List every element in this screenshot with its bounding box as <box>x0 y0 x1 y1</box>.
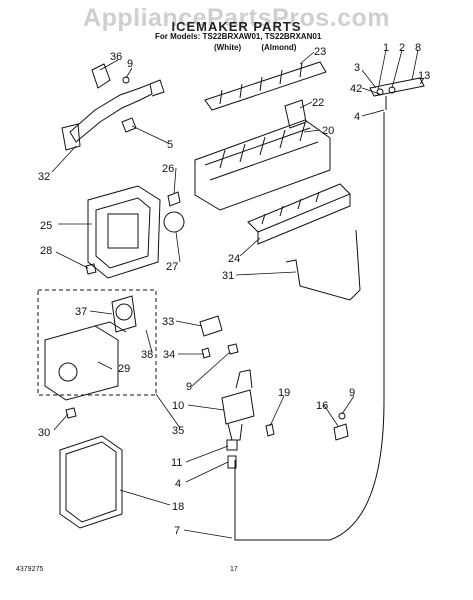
callout-4a: 4 <box>354 111 360 123</box>
part-water-valve-10 <box>221 369 255 441</box>
callout-3: 3 <box>354 62 360 74</box>
part-fitting-8 <box>369 77 425 110</box>
footer-code: 4379275 <box>16 566 44 573</box>
part-motor-27 <box>163 191 185 233</box>
callout-37: 37 <box>75 306 87 318</box>
callout-1: 1 <box>383 42 389 54</box>
part-bracket-36 <box>91 63 130 89</box>
callout-8: 8 <box>415 42 421 54</box>
callout-38: 38 <box>141 349 153 361</box>
callout-2: 2 <box>399 42 405 54</box>
callout-29: 29 <box>118 363 130 375</box>
callout-4b: 4 <box>175 478 181 490</box>
callout-7: 7 <box>174 525 180 537</box>
callout-22: 22 <box>312 97 324 109</box>
callout-33: 33 <box>162 316 174 328</box>
part-cover-18 <box>59 435 123 529</box>
part-motor-37 <box>111 295 137 333</box>
callout-34: 34 <box>163 349 175 361</box>
diagram-title: ICEMAKER PARTS <box>171 19 302 34</box>
callout-11: 11 <box>171 457 182 469</box>
callout-10: 10 <box>172 400 184 412</box>
callout-18: 18 <box>172 501 184 513</box>
part-clip-5 <box>121 117 137 133</box>
part-module-29 <box>44 321 127 401</box>
callout-35: 35 <box>172 425 184 437</box>
callout-25: 25 <box>40 220 52 232</box>
callout-5: 5 <box>167 139 173 151</box>
callout-27: 27 <box>166 261 178 273</box>
part-fitting-11 <box>226 439 238 469</box>
variant-white: (White) <box>214 43 242 52</box>
callout-9a: 9 <box>127 58 133 70</box>
callout-9b: 9 <box>186 381 192 393</box>
callout-23: 23 <box>314 46 326 58</box>
part-water-tube-7 <box>234 112 385 541</box>
part-mold-20 <box>194 119 331 211</box>
leader-lines <box>51 49 425 539</box>
part-bracket-22 <box>284 99 307 129</box>
part-arm-31 <box>285 229 361 301</box>
color-variants: (White) (Almond) <box>214 43 314 52</box>
part-screw-19 <box>265 423 275 437</box>
callout-20: 20 <box>322 125 334 137</box>
callout-13: 13 <box>418 70 430 82</box>
callout-32: 32 <box>38 171 50 183</box>
callout-16: 16 <box>316 400 328 412</box>
callout-26: 26 <box>162 163 174 175</box>
part-fill-tube-32 <box>61 79 165 151</box>
part-screw-28 <box>85 263 97 275</box>
part-shelf-24 <box>247 183 351 245</box>
callout-9c: 9 <box>349 387 355 399</box>
callout-19: 19 <box>278 387 290 399</box>
watermark: AppliancePartsPros.com <box>83 4 390 32</box>
callout-31: 31 <box>222 270 234 282</box>
callout-24: 24 <box>228 253 240 265</box>
part-clip-16 <box>333 412 349 441</box>
callout-42: 42 <box>350 83 362 95</box>
variant-almond: (Almond) <box>261 43 297 52</box>
assembly-box-35 <box>37 289 157 396</box>
part-ejector-23 <box>204 61 327 111</box>
callout-numbers: 36 9 23 1 2 8 3 13 42 22 4 5 20 32 26 25… <box>38 42 430 537</box>
callout-36: 36 <box>110 51 122 63</box>
callout-28: 28 <box>40 245 52 257</box>
page-number: 17 <box>230 566 238 573</box>
models-line: For Models: TS22BRXAW01, TS22BRXAN01 <box>155 32 322 41</box>
part-clip-33 <box>199 315 239 359</box>
part-housing-25 <box>87 185 161 279</box>
part-screw-30 <box>65 407 77 419</box>
callout-30: 30 <box>38 427 50 439</box>
